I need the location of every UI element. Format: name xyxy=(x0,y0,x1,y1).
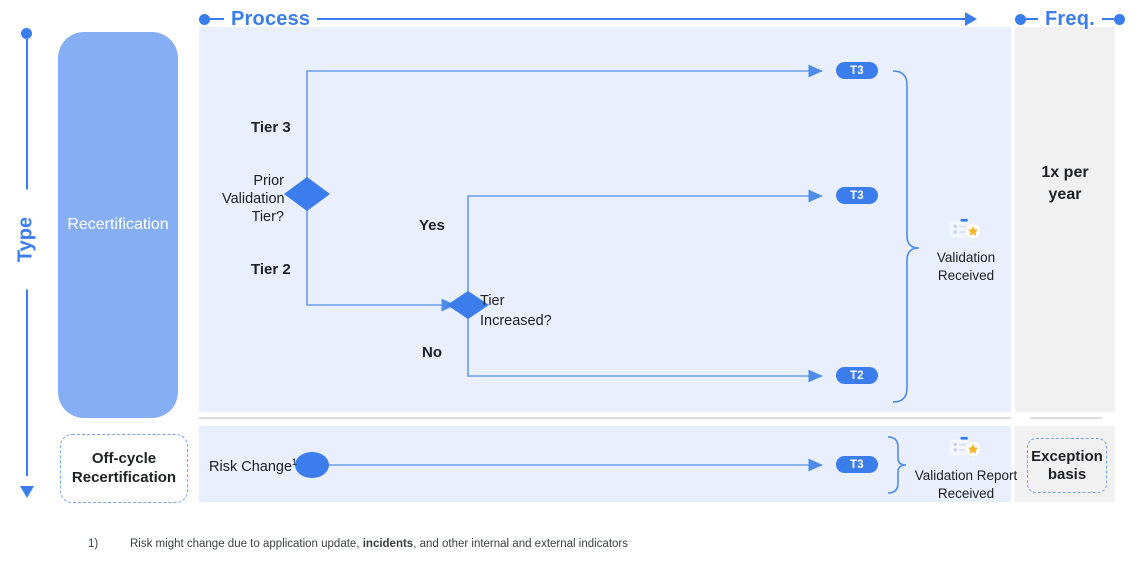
type-card-offcycle-line1: Off-cycle xyxy=(91,449,157,467)
process-axis-line xyxy=(317,18,967,20)
frequency-axis-end-dot xyxy=(1113,13,1125,25)
badge-tier3-offcycle[interactable]: T3 xyxy=(836,456,878,473)
outcome-report-line1: Validation Report xyxy=(914,468,1018,483)
frequency-offcycle-line2: basis xyxy=(1047,465,1087,483)
type-card-recertification-label: Recertification xyxy=(67,216,169,234)
validation-badge-icon xyxy=(950,218,982,244)
frequency-main-line1: 1x per xyxy=(1041,164,1089,181)
footnote-text-part2: , and other internal and external indica… xyxy=(413,538,629,550)
prior-validation-tier-line2: Validation xyxy=(222,191,285,208)
frequency-offcycle-line1: Exception xyxy=(1031,447,1103,465)
frequency-axis-start-dot xyxy=(1015,13,1026,25)
process-offcycle-panel xyxy=(199,426,1011,502)
process-main-panel xyxy=(199,27,1011,412)
panel-divider-frequency xyxy=(1030,417,1102,419)
outcome-validation-line1: Validation xyxy=(936,250,996,265)
tier-increased-line2: Increased? xyxy=(480,312,552,329)
badge-tier2-bottom[interactable]: T2 xyxy=(836,367,878,384)
footnote-number: 1) xyxy=(88,538,99,550)
outcome-validation-line2: Received xyxy=(937,267,995,283)
tier-increased-label: Tier Increased? xyxy=(480,292,552,331)
prior-validation-tier-line3: Tier? xyxy=(251,209,285,226)
frequency-main-value: 1x per year xyxy=(1015,162,1115,205)
frequency-main-line2: year xyxy=(1048,185,1082,203)
footnote-text-bold: incidents xyxy=(362,538,414,550)
process-axis-start-dot xyxy=(199,13,210,25)
prior-validation-tier-line1: Prior xyxy=(253,173,284,189)
type-card-recertification[interactable]: Recertification xyxy=(58,32,178,418)
branch-label-no: No xyxy=(422,344,442,361)
prior-validation-tier-label: Prior Validation Tier? xyxy=(222,172,285,226)
type-axis-label: Type xyxy=(10,189,42,290)
outcome-validation-received: Validation Received xyxy=(912,216,1020,284)
outcome-validation-report-received: Validation Report Received xyxy=(901,434,1031,502)
branch-label-tier3: Tier 3 xyxy=(251,119,291,136)
type-axis: Type xyxy=(10,28,42,498)
frequency-axis-header: Freq. xyxy=(1015,8,1125,30)
badge-tier3-top[interactable]: T3 xyxy=(836,62,878,79)
badge-tier3-mid[interactable]: T3 xyxy=(836,187,878,204)
type-card-offcycle-line2: Recertification xyxy=(71,468,177,486)
footnote-text-part1: Risk might change due to application upd… xyxy=(130,538,363,550)
risk-change-label: Risk Change1 xyxy=(209,457,297,476)
process-axis-label: Process xyxy=(231,8,311,30)
outcome-report-line2: Received xyxy=(937,485,995,501)
validation-report-badge-icon xyxy=(950,436,982,462)
type-axis-start-dot xyxy=(21,28,32,39)
process-axis-arrow xyxy=(965,12,978,26)
frequency-offcycle-label: Exception basis xyxy=(1031,448,1103,484)
frequency-axis-label: Freq. xyxy=(1045,8,1095,30)
process-axis-header: Process xyxy=(199,8,978,30)
frequency-offcycle-value[interactable]: Exception basis xyxy=(1027,438,1107,493)
branch-label-yes: Yes xyxy=(419,217,445,234)
footnote: 1) Risk might change due to application u… xyxy=(88,536,1088,552)
risk-change-text: Risk Change xyxy=(209,458,293,475)
type-card-offcycle-recertification[interactable]: Off-cycle Recertification xyxy=(60,434,188,503)
frequency-main-panel xyxy=(1015,27,1115,412)
frequency-axis-stub-left xyxy=(1026,18,1038,20)
type-card-offcycle-label: Off-cycle Recertification xyxy=(72,450,176,488)
branch-label-tier2: Tier 2 xyxy=(251,261,291,278)
frequency-axis-stub-right xyxy=(1101,18,1114,20)
process-axis-stub xyxy=(210,18,224,20)
risk-change-footnote-marker: 1 xyxy=(292,457,298,467)
panel-divider-process xyxy=(199,417,1011,419)
type-axis-arrow xyxy=(19,486,34,498)
tier-increased-line1: Tier xyxy=(480,293,505,309)
